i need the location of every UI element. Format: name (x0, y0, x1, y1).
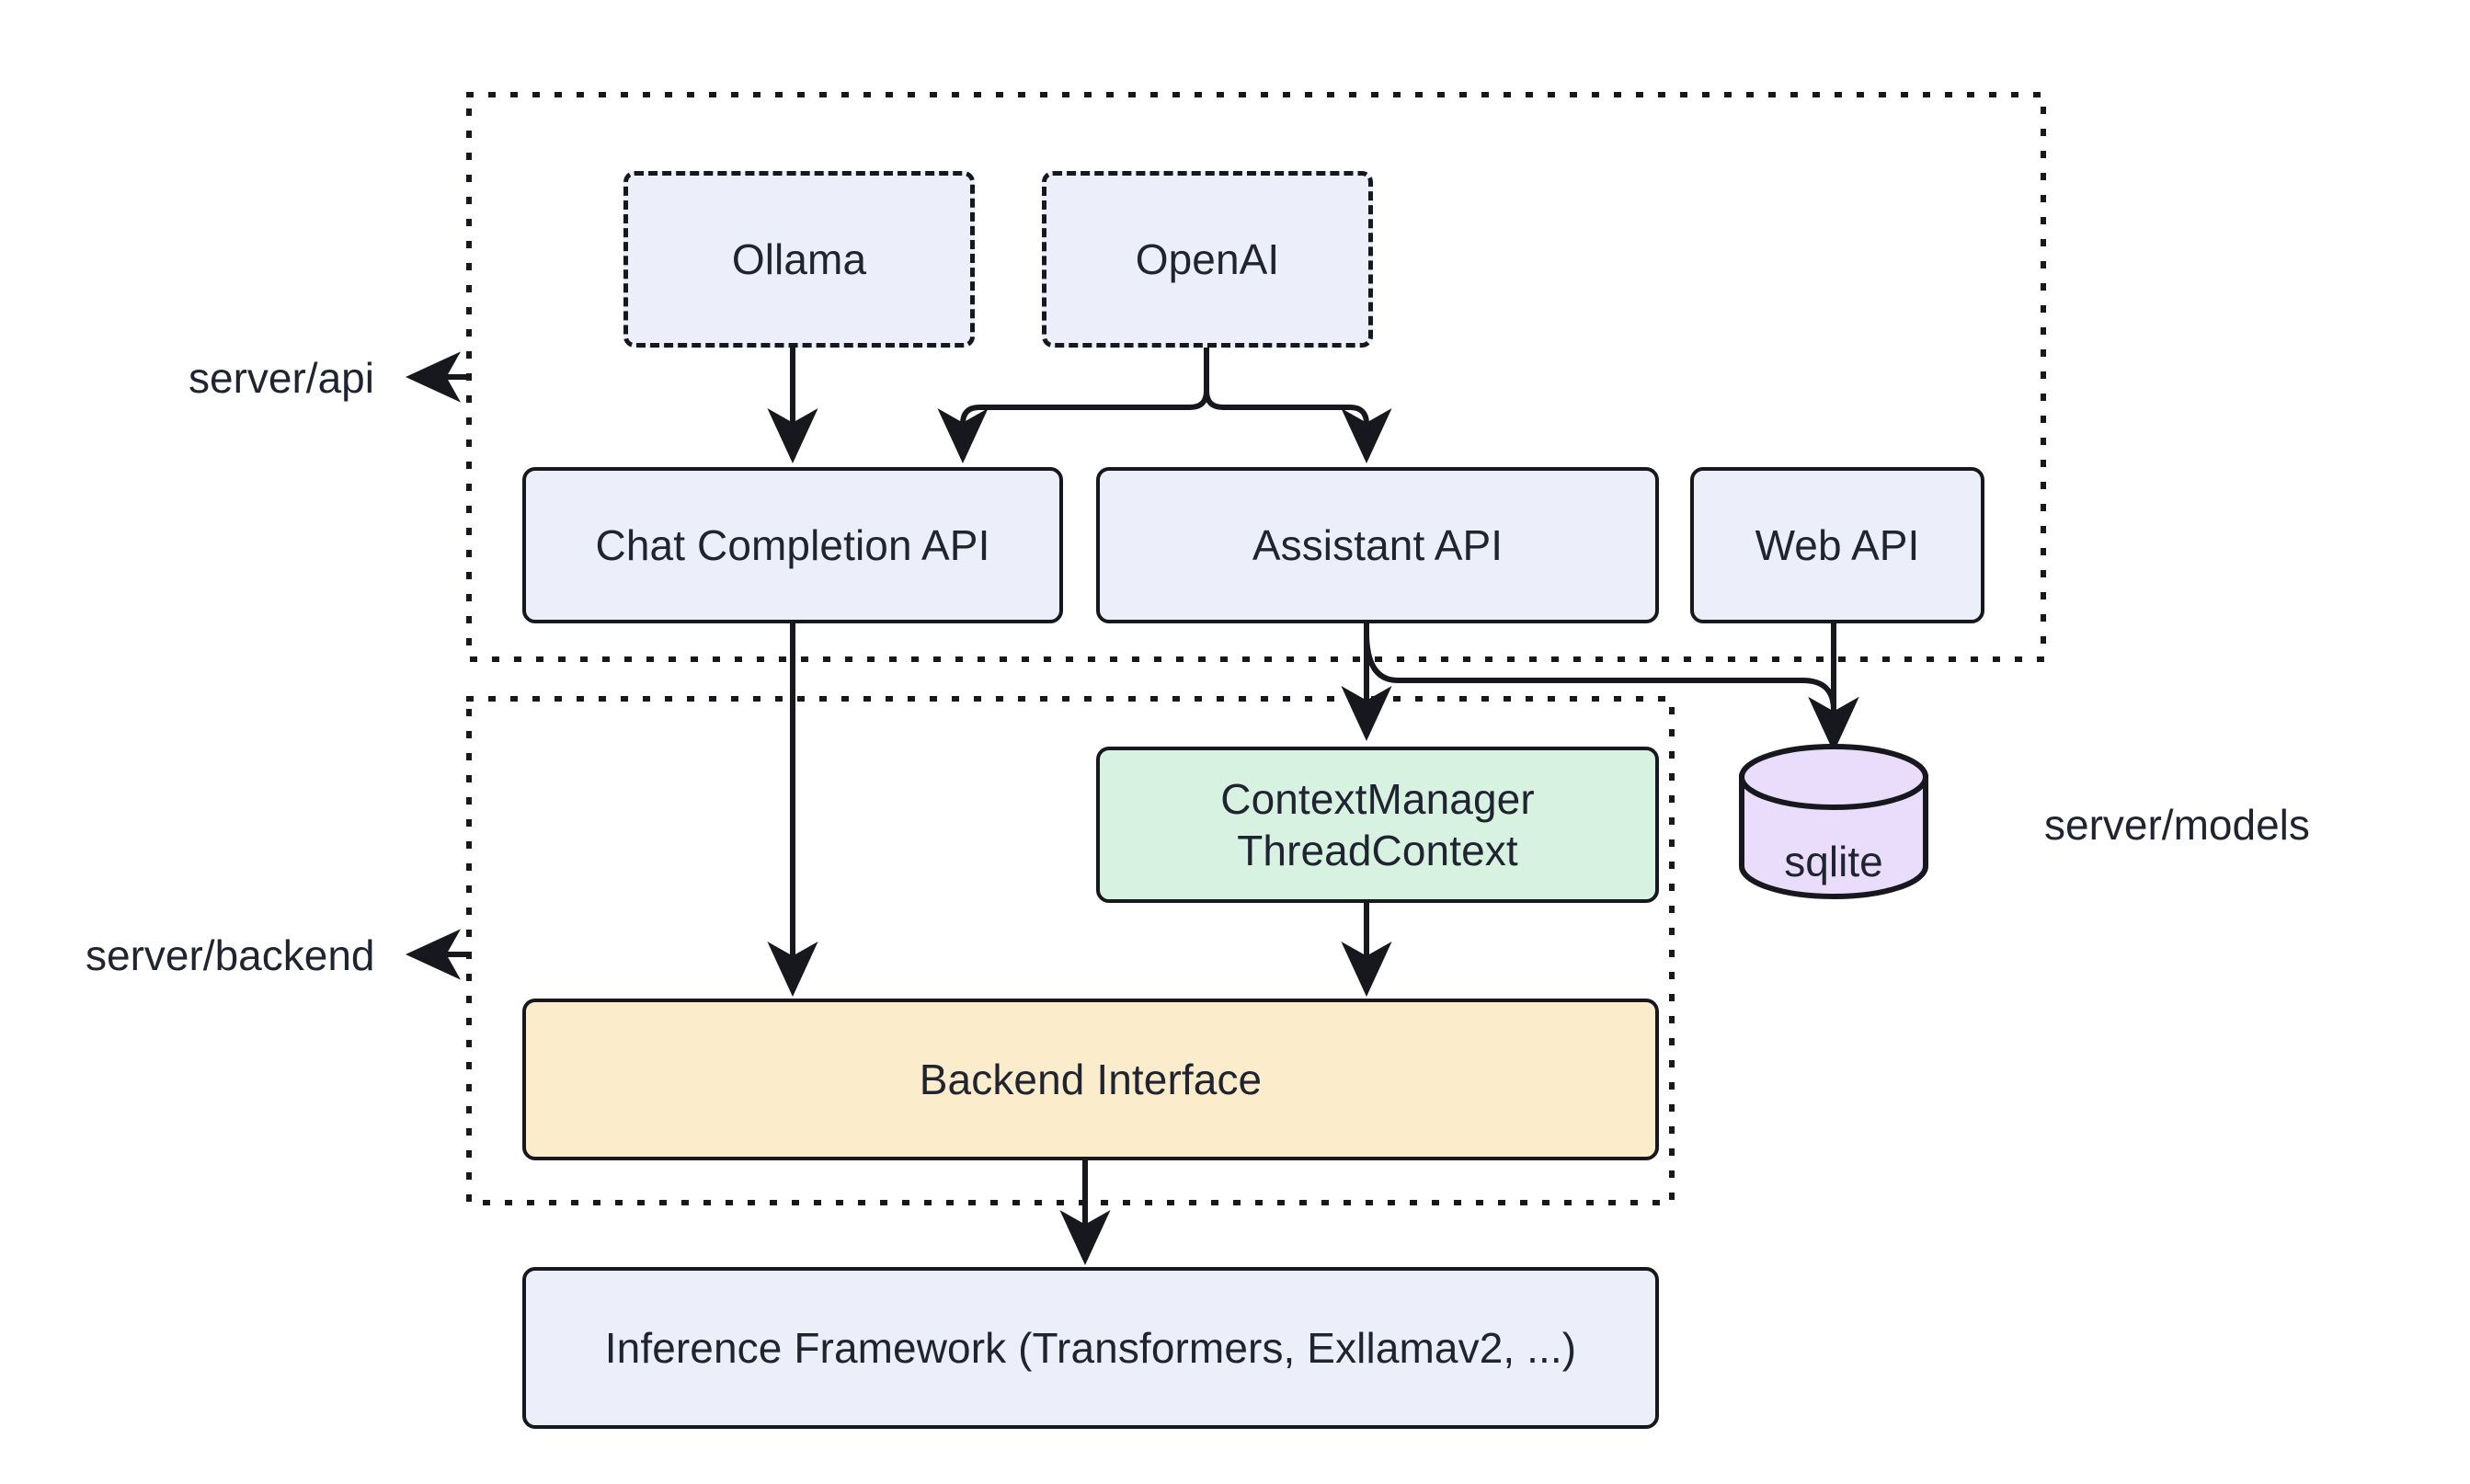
node-sqlite-label: sqlite (1784, 838, 1883, 885)
node-assistant-api[interactable]: Assistant API (1096, 467, 1659, 623)
node-openai-label: OpenAI (1135, 234, 1280, 283)
edge-assistant-sqlite (1364, 632, 1859, 752)
node-context-manager[interactable]: ContextManager ThreadContext (1096, 747, 1659, 903)
node-inference-framework-label: Inference Framework (Transformers, Exlla… (604, 1323, 1577, 1372)
node-context-manager-line2: ThreadContext (1237, 827, 1518, 874)
node-ollama-label: Ollama (731, 234, 867, 283)
group-box-server-api (466, 92, 2046, 662)
node-inference-framework[interactable]: Inference Framework (Transformers, Exlla… (522, 1267, 1659, 1429)
sqlite-cylinder (1739, 744, 1928, 899)
node-web-api[interactable]: Web API (1690, 467, 1984, 623)
group-label-server-models-text: server/models (2044, 801, 2310, 849)
node-openai[interactable]: OpenAI (1042, 171, 1373, 348)
edge-openai-split-left (937, 348, 1209, 463)
group-label-server-api-text: server/api (189, 354, 374, 402)
node-chat-completion-api-label: Chat Completion API (595, 520, 990, 569)
node-web-api-label: Web API (1755, 520, 1920, 569)
group-label-server-models: server/models (2044, 800, 2310, 850)
node-backend-interface[interactable]: Backend Interface (522, 999, 1659, 1160)
group-label-server-backend: server/backend (86, 930, 375, 980)
node-sqlite[interactable]: sqlite (1742, 747, 1926, 896)
group-label-server-api: server/api (189, 353, 374, 403)
node-assistant-api-label: Assistant API (1252, 520, 1504, 569)
node-context-manager-line1: ContextManager (1220, 774, 1535, 823)
node-backend-interface-label: Backend Interface (919, 1055, 1263, 1103)
node-ollama[interactable]: Ollama (623, 171, 975, 348)
group-label-server-backend-text: server/backend (86, 931, 375, 979)
edge-openai-split-right (1204, 348, 1392, 463)
node-chat-completion-api[interactable]: Chat Completion API (522, 467, 1063, 623)
group-box-server-backend (466, 696, 1675, 1205)
